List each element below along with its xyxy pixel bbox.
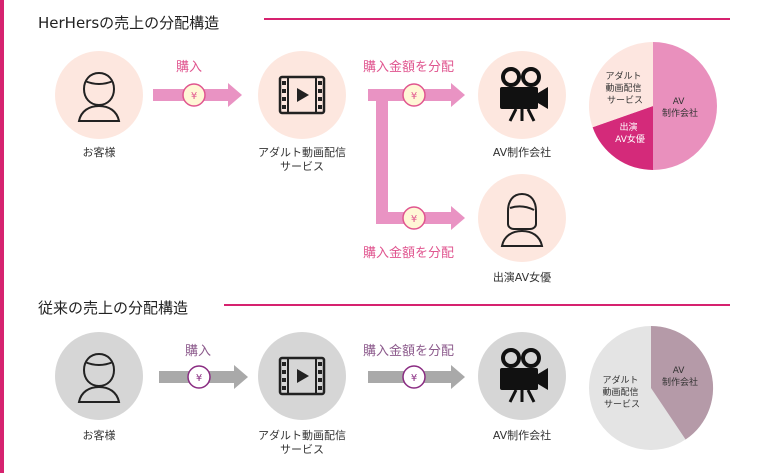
- service-label: アダルト動画配信 サービス: [258, 146, 346, 173]
- customer-label: お客様: [82, 146, 116, 159]
- svg-text:¥: ¥: [196, 373, 202, 384]
- pie-label-service: アダルト 動画配信 サービス: [603, 374, 642, 410]
- traditional-section-title: 従来の売上の分配構造: [38, 299, 189, 317]
- customer-node: [55, 51, 143, 139]
- traditional-title-rule: [224, 304, 730, 306]
- traditional-company-label: AV制作会社: [492, 429, 552, 442]
- svg-text:¥: ¥: [411, 91, 417, 102]
- pie-label-company: AV 制作会社: [662, 97, 698, 119]
- movie-camera-icon: [500, 348, 548, 403]
- woman-icon: [500, 192, 544, 247]
- distribute-label-top: 購入金額を分配: [363, 60, 455, 75]
- yen-coin-icon: ¥: [402, 206, 426, 230]
- traditional-distribute-label: 購入金額を分配: [363, 344, 455, 359]
- company-node: [478, 51, 566, 139]
- svg-text:¥: ¥: [411, 373, 417, 384]
- yen-coin-icon: ¥: [402, 365, 426, 389]
- film-icon: [278, 75, 326, 115]
- traditional-purchase-label: 購入: [185, 344, 212, 359]
- purchase-label: 購入: [176, 60, 203, 75]
- person-icon: [77, 71, 121, 122]
- yen-coin-icon: ¥: [187, 365, 211, 389]
- traditional-service-label: アダルト動画配信 サービス: [258, 429, 346, 456]
- person-icon: [77, 352, 121, 403]
- pie-slice-actress: [592, 106, 653, 170]
- traditional-service-node: [258, 332, 346, 420]
- svg-text:¥: ¥: [411, 214, 417, 225]
- pie-label-company: AV 制作会社: [662, 366, 698, 388]
- yen-coin-icon: ¥: [402, 83, 426, 107]
- actress-node: [478, 174, 566, 262]
- traditional-customer-node: [55, 332, 143, 420]
- actress-label: 出演AV女優: [492, 271, 552, 284]
- pie-slice-service: [588, 41, 653, 128]
- pie-label-actress: 出演 AV女優: [615, 121, 645, 145]
- herhers-title-rule: [264, 18, 730, 20]
- company-label: AV制作会社: [492, 146, 552, 159]
- distribute-label-bottom: 購入金額を分配: [363, 246, 455, 261]
- svg-text:¥: ¥: [191, 91, 197, 102]
- pie-label-service: アダルト 動画配信 サービス: [606, 70, 645, 106]
- accent-bar: [0, 0, 4, 473]
- movie-camera-icon: [500, 67, 548, 122]
- herhers-section-title: HerHersの売上の分配構造: [38, 14, 220, 32]
- traditional-customer-label: お客様: [82, 429, 116, 442]
- traditional-company-node: [478, 332, 566, 420]
- service-node: [258, 51, 346, 139]
- yen-coin-icon: ¥: [182, 83, 206, 107]
- film-icon: [278, 356, 326, 396]
- pie-slice-company: [651, 325, 714, 440]
- pie-slice-company: [653, 42, 717, 170]
